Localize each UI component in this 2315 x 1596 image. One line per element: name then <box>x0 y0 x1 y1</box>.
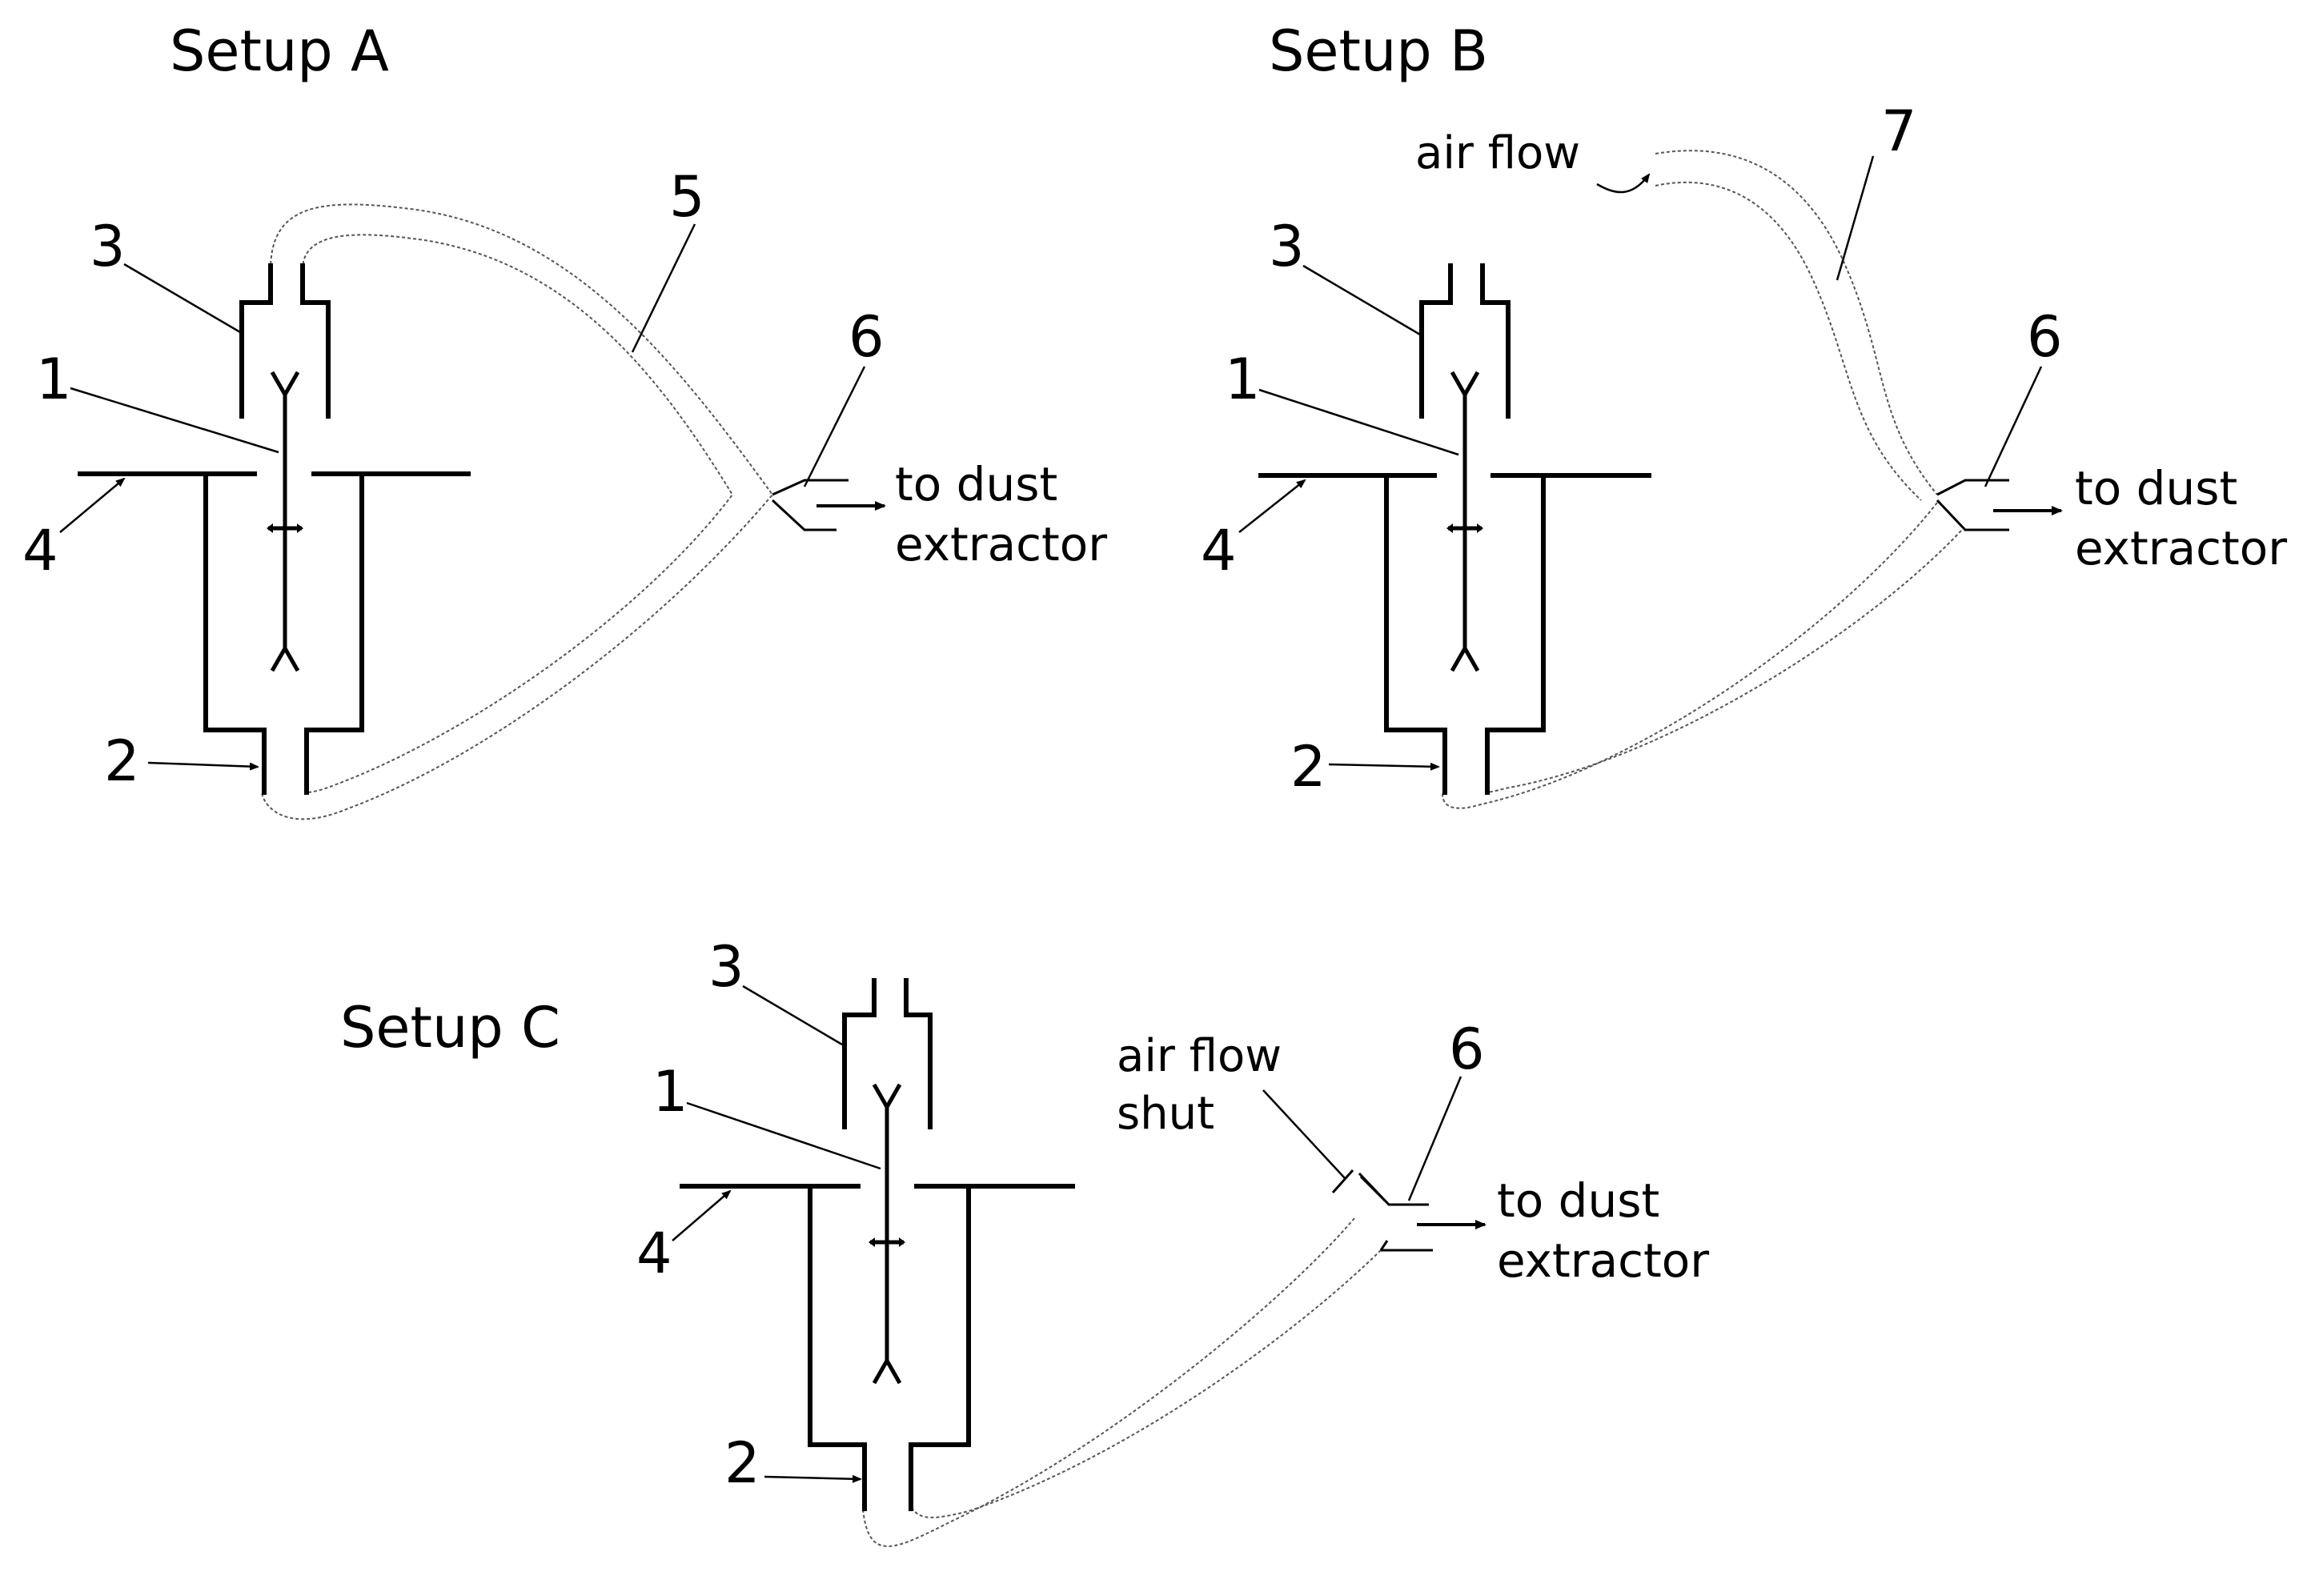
setup-b-rod-top-fork <box>1450 371 1480 399</box>
setup-a-label-4: 4 <box>22 518 58 583</box>
setup-c: Setup C 3 1 4 2 <box>340 934 1709 1547</box>
setup-b-title: Setup B <box>1269 18 1488 84</box>
setup-c-airflow-text-1: air flow <box>1117 1030 1282 1082</box>
setup-a-inlet-left <box>239 263 273 419</box>
setup-b-leader-2 <box>1328 762 1440 771</box>
setup-c-outlet-lower-join <box>1379 1240 1389 1251</box>
setup-a-leader-4 <box>59 477 126 533</box>
setup-a-hose-inner <box>302 234 734 793</box>
setup-b-chamber-left <box>1384 473 1447 795</box>
setup-b-leader-7 <box>1836 155 1875 281</box>
setup-b-label-3: 3 <box>1269 214 1305 279</box>
setup-a-label-5: 5 <box>669 164 705 230</box>
setup-b-hose7-inner <box>1655 181 1922 501</box>
setup-c-airflow-text-2: shut <box>1117 1088 1214 1140</box>
setup-b-rod-bottom-fork <box>1450 644 1480 672</box>
setup-a-outlet-text-1: to dust <box>895 457 1057 511</box>
setup-a-label-3: 3 <box>90 214 126 279</box>
setup-a-leader-2 <box>147 761 259 771</box>
setup-a-leader-5 <box>631 223 696 353</box>
setup-c-label-2: 2 <box>724 1430 760 1496</box>
setup-b-label-4: 4 <box>1201 518 1237 583</box>
setup-c-outlet-text-2: extractor <box>1497 1233 1709 1288</box>
setup-b-outlet-text-2: extractor <box>2075 521 2287 575</box>
setup-a-chamber-right <box>304 471 364 795</box>
setup-a-outlet-text-2: extractor <box>895 517 1107 571</box>
setup-c-rod-top-fork <box>872 1083 902 1112</box>
setup-a-rod-crossbar-tip-right <box>297 523 303 533</box>
setup-b-leader-1 <box>1258 388 1459 456</box>
setup-b-outlet-text-1: to dust <box>2075 461 2237 515</box>
setup-a-label-6: 6 <box>849 304 885 370</box>
setup-a-inlet-right <box>300 263 331 419</box>
setup-b-label-6: 6 <box>2027 304 2063 370</box>
setup-c-title: Setup C <box>340 995 560 1061</box>
setup-c-label-4: 4 <box>636 1221 672 1286</box>
setup-c-shut-cap <box>1331 1169 1354 1193</box>
setup-c-outlet-upper <box>1358 1172 1429 1206</box>
setup-c-label-6: 6 <box>1449 1017 1485 1082</box>
setup-a-hose-outer <box>261 203 774 820</box>
setup-a-leader-1 <box>70 387 279 454</box>
setup-a-chamber-left <box>203 471 267 795</box>
setup-c-leader-6 <box>1407 1076 1462 1201</box>
setup-b-rod-crossbar-tip-right <box>1477 523 1483 533</box>
setup-c-hose-outer <box>862 1217 1355 1547</box>
setup-c-chamber-left <box>808 1184 867 1511</box>
setup-b-outlet-upper <box>1936 479 2009 496</box>
setup-a-label-1: 1 <box>36 347 72 412</box>
setup-c-label-1: 1 <box>652 1059 688 1125</box>
setup-c-rod-bottom-fork <box>872 1356 902 1385</box>
setup-b-leader-6 <box>1984 366 2043 487</box>
setup-b-inlet-left <box>1419 263 1453 419</box>
setup-c-airflow-leader <box>1262 1089 1346 1179</box>
setup-a-outlet-lower <box>771 499 837 531</box>
setup-c-inlet-right <box>904 978 933 1129</box>
setup-b-leader-3 <box>1302 264 1421 336</box>
setup-b-hose-outer <box>1441 502 1938 809</box>
setup-c-chamber-right <box>909 1184 971 1511</box>
setup-b-label-1: 1 <box>1225 347 1261 412</box>
setup-c-leader-3 <box>742 984 843 1046</box>
setup-c-rod-crossbar-tip-left <box>869 1237 875 1247</box>
setup-a-outlet-upper <box>772 479 849 496</box>
setup-c-leader-4 <box>672 1189 732 1241</box>
setup-c-hose-inner <box>912 1249 1382 1518</box>
setup-c-rod-crossbar-tip-right <box>899 1237 905 1247</box>
setup-a-leader-3 <box>123 263 241 334</box>
setup-a-rod-top-fork <box>270 371 300 399</box>
setup-a: Setup A 3 1 4 2 5 <box>22 18 1107 820</box>
setup-a-title: Setup A <box>170 18 389 84</box>
setup-b-outlet-lower <box>1936 499 2009 531</box>
setup-b-rod-crossbar-tip-left <box>1446 523 1453 533</box>
setup-c-label-3: 3 <box>708 934 744 1000</box>
setup-b-chamber-right <box>1485 473 1546 795</box>
setup-a-rod-bottom-fork <box>270 644 300 672</box>
setup-a-leader-6 <box>803 366 866 487</box>
setup-c-leader-1 <box>686 1101 881 1170</box>
setup-b-inlet-right <box>1480 263 1511 419</box>
setup-a-rod-crossbar-tip-left <box>267 523 273 533</box>
setup-b-airflow-arrow <box>1596 173 1651 194</box>
setup-c-outlet-text-1: to dust <box>1497 1173 1659 1228</box>
setup-b-leader-4 <box>1238 479 1306 533</box>
setup-b-label-2: 2 <box>1290 734 1326 800</box>
setup-b-airflow-text: air flow <box>1415 127 1580 179</box>
setup-b: Setup B 3 1 4 <box>1201 18 2287 809</box>
setup-b-label-7: 7 <box>1881 98 1917 164</box>
setup-c-inlet-left <box>842 978 877 1129</box>
setup-b-hose7-outer <box>1655 150 1938 495</box>
setup-b-hose-inner <box>1485 530 1962 793</box>
setup-a-label-2: 2 <box>104 728 140 794</box>
setup-c-leader-2 <box>764 1474 862 1483</box>
